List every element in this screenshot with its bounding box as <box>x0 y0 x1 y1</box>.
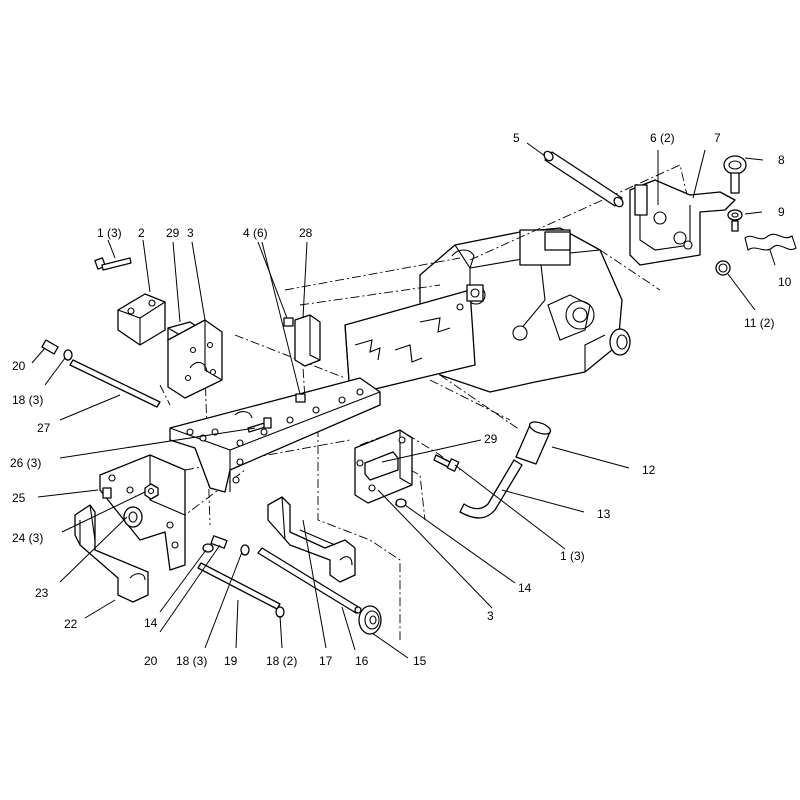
washer-18-lower <box>240 544 250 556</box>
hitch-eye-bolt-8 <box>723 155 747 194</box>
callout-27: 27 <box>37 421 51 435</box>
callout-29-lower: 29 <box>484 432 498 446</box>
callout-6: 6 (2) <box>650 131 675 145</box>
callout-26: 26 (3) <box>10 456 41 470</box>
shaft-16 <box>257 547 362 614</box>
washer-18-upper <box>63 349 73 361</box>
callout-9: 9 <box>778 205 785 219</box>
hitch-plate-7 <box>629 179 736 266</box>
bracket-25 <box>99 454 186 571</box>
frame-rail <box>169 377 381 493</box>
callout-13: 13 <box>597 507 611 521</box>
hitch-pin-5 <box>543 150 624 208</box>
callout-4: 4 (6) <box>243 226 268 240</box>
callout-3-upper: 3 <box>187 226 194 240</box>
nut-4-upper <box>283 317 294 327</box>
bracket-28 <box>294 314 321 367</box>
rod-27 <box>69 359 161 408</box>
callout-18-lower: 18 (3) <box>176 654 207 668</box>
bracket-2 <box>117 293 166 346</box>
callout-15: 15 <box>413 654 427 668</box>
nut-24 <box>144 483 159 500</box>
lever-rod-13 <box>459 459 523 519</box>
callout-7: 7 <box>714 131 721 145</box>
washer-18-rod <box>275 606 285 618</box>
hairpin-cotter-10 <box>744 233 797 251</box>
callout-29-upper: 29 <box>166 226 180 240</box>
spacer-29-lower <box>364 451 399 481</box>
spacer-14-lower <box>202 543 214 553</box>
callout-16: 16 <box>355 654 369 668</box>
nut-4-lower <box>295 393 306 403</box>
bolt-26 <box>247 417 272 433</box>
leader-lines <box>31 142 776 659</box>
lever-handle-12 <box>515 421 552 465</box>
callout-18-rod: 18 (2) <box>266 654 297 668</box>
callout-2: 2 <box>138 226 145 240</box>
callout-20-lower: 20 <box>144 654 158 668</box>
callout-28: 28 <box>299 226 313 240</box>
bracket-22 <box>74 504 149 603</box>
callout-14-upper: 14 <box>518 581 532 595</box>
callout-17: 17 <box>319 654 333 668</box>
bolt-1-lower <box>433 454 460 472</box>
callout-19: 19 <box>224 654 238 668</box>
ball-joint-20-upper <box>41 339 59 355</box>
bolt-1-upper <box>94 257 132 271</box>
callout-1-upper: 1 (3) <box>97 226 122 240</box>
callout-labels: 5 6 (2) 7 8 9 10 11 (2) 1 (3) 2 29 3 4 (… <box>10 131 792 668</box>
callout-11: 11 (2) <box>744 316 774 330</box>
callout-5: 5 <box>513 131 520 145</box>
callout-10: 10 <box>778 275 792 289</box>
callout-12: 12 <box>642 463 656 477</box>
bracket-17 <box>267 496 356 583</box>
ball-joint-20-lower <box>210 535 228 549</box>
plate-3-upper <box>167 319 223 399</box>
retaining-ring-11 <box>715 260 731 276</box>
callout-8: 8 <box>778 153 785 167</box>
washer-9 <box>727 209 743 232</box>
pulley-23 <box>123 506 143 528</box>
callout-18-upper: 18 (3) <box>12 393 43 407</box>
callout-25: 25 <box>12 491 26 505</box>
rod-19 <box>197 562 281 610</box>
alignment-lines <box>159 164 701 640</box>
callout-22: 22 <box>64 617 78 631</box>
callout-23: 23 <box>35 586 49 600</box>
callout-14-lower: 14 <box>144 616 158 630</box>
callout-3-lower: 3 <box>487 609 494 623</box>
spacer-14-upper <box>395 498 407 508</box>
frame-bracket <box>344 284 484 396</box>
idler-pulley-15 <box>358 605 382 635</box>
callout-20-upper: 20 <box>12 359 26 373</box>
callout-24: 24 (3) <box>12 531 43 545</box>
callout-1-lower: 1 (3) <box>560 549 585 563</box>
